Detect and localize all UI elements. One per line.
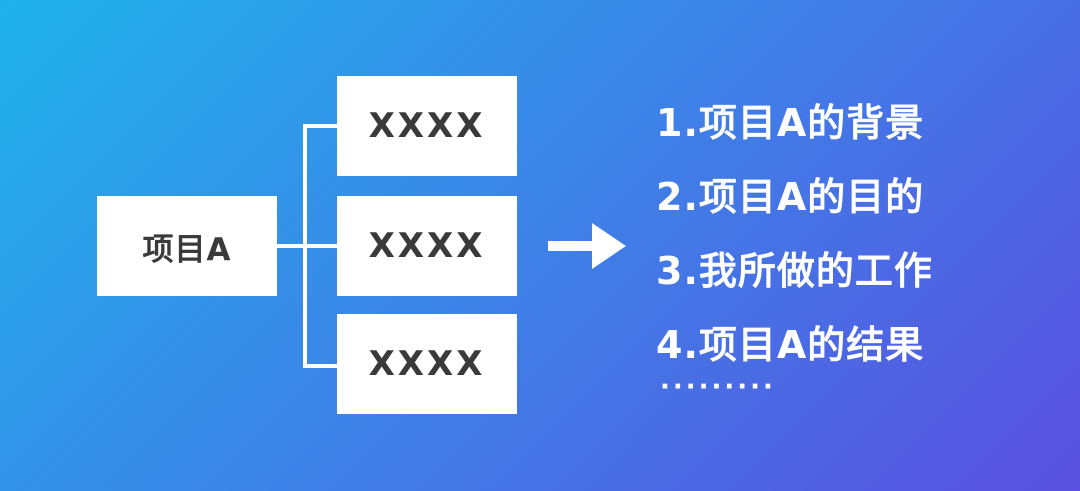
connector-branch-2 bbox=[303, 244, 337, 248]
outline-list: 1.项目A的背景 2.项目A的目的 3.我所做的工作 4.项目A的结果 bbox=[656, 86, 933, 382]
child-node-label: XXXX bbox=[368, 226, 486, 266]
child-node: XXXX bbox=[337, 314, 517, 414]
child-node: XXXX bbox=[337, 196, 517, 296]
connector-root bbox=[277, 244, 307, 248]
outline-item: 3.我所做的工作 bbox=[656, 249, 933, 293]
outline-ellipsis: ········· bbox=[660, 372, 776, 402]
outline-item: 2.项目A的目的 bbox=[656, 175, 925, 219]
child-node: XXXX bbox=[337, 76, 517, 176]
child-node-label: XXXX bbox=[368, 344, 486, 384]
connector-branch-3 bbox=[303, 364, 337, 368]
outline-item: 1.项目A的背景 bbox=[656, 101, 925, 145]
root-node-label: 项目A bbox=[142, 231, 232, 268]
connector-branch-1 bbox=[303, 124, 337, 128]
arrow-right-icon bbox=[548, 223, 626, 269]
child-node-label: XXXX bbox=[368, 106, 486, 146]
root-node: 项目A bbox=[97, 196, 277, 296]
outline-item: 4.项目A的结果 bbox=[656, 323, 925, 367]
